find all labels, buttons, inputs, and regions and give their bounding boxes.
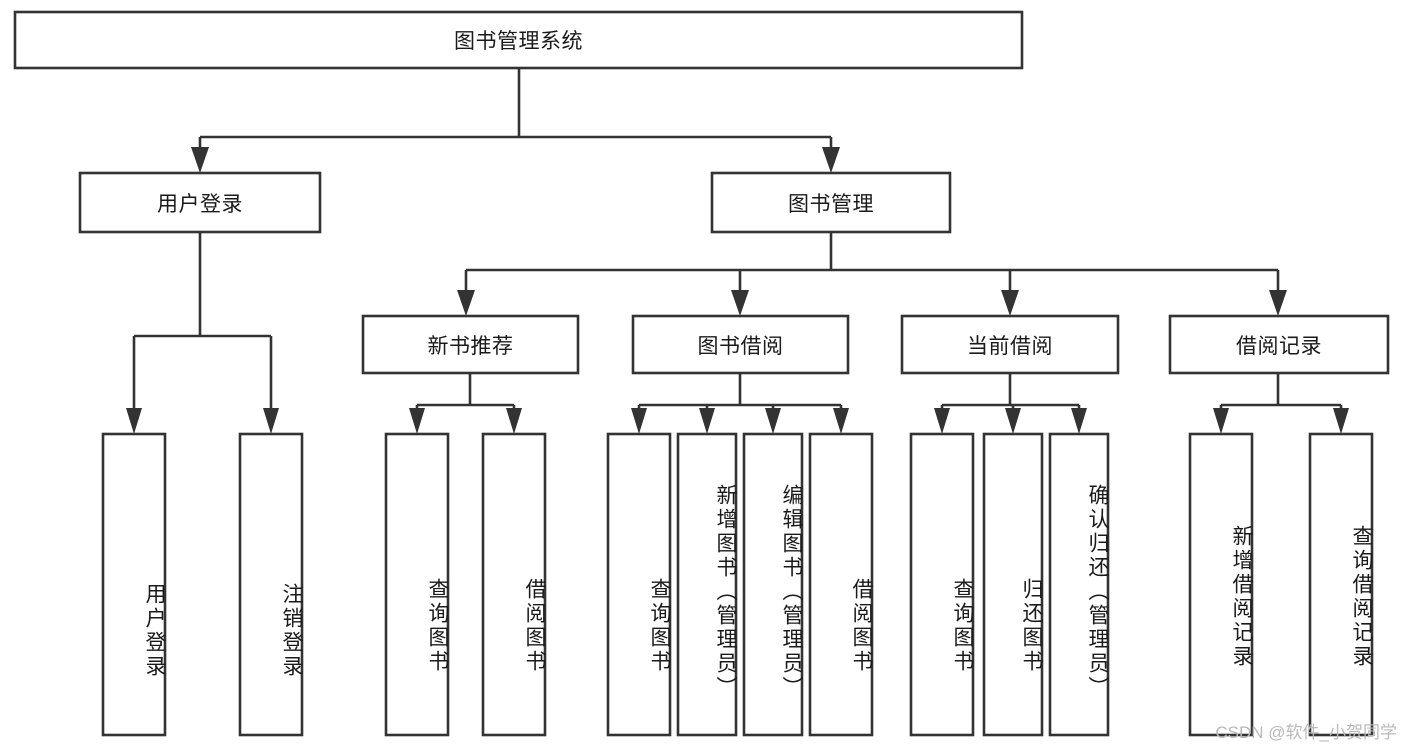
arrow-head-book-borrow bbox=[731, 290, 749, 316]
node-box-leaf-add-record[interactable] bbox=[1188, 432, 1254, 737]
node-box-new-book-rec[interactable] bbox=[361, 314, 580, 375]
arrow-head-leaf-add-book bbox=[699, 408, 715, 434]
node-box-user-login[interactable] bbox=[78, 171, 322, 234]
node-box-leaf-query-book-3[interactable] bbox=[909, 432, 975, 737]
arrow-head-leaf-user-login bbox=[126, 408, 142, 434]
arrow-head-book-manage bbox=[822, 147, 840, 173]
connector-group-book-manage bbox=[457, 232, 1287, 316]
node-box-leaf-borrow-book-2[interactable] bbox=[808, 432, 874, 737]
node-box-book-borrow[interactable] bbox=[631, 314, 850, 375]
arrow-head-user-login bbox=[191, 147, 209, 173]
node-box-leaf-return-book[interactable] bbox=[982, 432, 1044, 737]
arrow-head-leaf-query-book-3 bbox=[934, 408, 950, 434]
arrow-head-leaf-logout bbox=[263, 408, 279, 434]
connector-group-root bbox=[191, 68, 840, 173]
arrow-head-leaf-return-book bbox=[1005, 408, 1021, 434]
arrow-head-leaf-borrow-book-2 bbox=[833, 408, 849, 434]
arrow-head-leaf-query-record bbox=[1333, 408, 1349, 434]
node-box-leaf-query-book-2[interactable] bbox=[606, 432, 672, 737]
node-box-leaf-query-book-1[interactable] bbox=[384, 432, 450, 737]
arrow-head-leaf-query-book-1 bbox=[409, 408, 425, 434]
arrow-head-new-book-rec bbox=[457, 290, 475, 316]
node-box-leaf-logout[interactable] bbox=[238, 432, 304, 737]
node-box-leaf-add-book[interactable] bbox=[676, 432, 738, 737]
arrow-head-leaf-borrow-book-1 bbox=[506, 408, 522, 434]
node-box-leaf-confirm-return[interactable] bbox=[1048, 432, 1110, 737]
arrow-head-leaf-edit-book bbox=[765, 408, 781, 434]
arrow-head-current-borrow bbox=[1001, 290, 1019, 316]
node-box-root[interactable] bbox=[13, 10, 1024, 70]
connector-group-new-book-rec-leaves bbox=[409, 373, 522, 434]
connector-group-current-borrow-leaves bbox=[934, 373, 1087, 434]
node-box-leaf-query-record[interactable] bbox=[1308, 432, 1374, 737]
connector-group-borrow-record-leaves bbox=[1213, 373, 1349, 434]
node-box-leaf-edit-book[interactable] bbox=[742, 432, 804, 737]
arrow-head-leaf-query-book-2 bbox=[631, 408, 647, 434]
node-box-book-manage[interactable] bbox=[710, 171, 952, 234]
node-box-current-borrow[interactable] bbox=[900, 314, 1120, 375]
node-box-borrow-record[interactable] bbox=[1168, 314, 1390, 375]
connector-group-book-borrow-leaves bbox=[631, 373, 849, 434]
node-box-leaf-borrow-book-1[interactable] bbox=[481, 432, 547, 737]
node-box-leaf-user-login[interactable] bbox=[101, 432, 167, 737]
connector-group-user-login-leaves bbox=[126, 232, 279, 434]
arrow-head-leaf-confirm-return bbox=[1071, 408, 1087, 434]
arrow-head-leaf-add-record bbox=[1213, 408, 1229, 434]
arrow-head-borrow-record bbox=[1269, 290, 1287, 316]
